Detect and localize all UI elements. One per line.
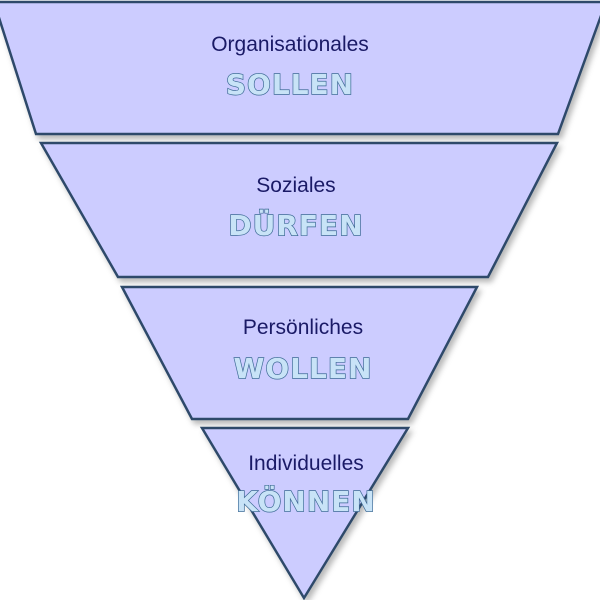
level-4-triangle (199, 426, 411, 600)
level-4-big-label: KÖNNEN (236, 484, 376, 518)
level-individual: Individuelles KÖNNEN (199, 426, 411, 600)
level-1-trapezoid (0, 0, 600, 136)
level-4-small-label: Individuelles (248, 452, 364, 475)
level-3-small-label: Persönliches (243, 316, 363, 339)
level-1-small-label: Organisationales (211, 33, 369, 56)
level-2-big-label: DÜRFEN (228, 208, 363, 242)
level-1-big-label: SOLLEN (226, 68, 354, 101)
level-3-big-label: WOLLEN (234, 352, 373, 385)
level-social: Soziales DÜRFEN (38, 141, 560, 279)
level-personal: Persönliches WOLLEN (119, 285, 480, 421)
level-organisational: Organisationales SOLLEN (0, 0, 600, 136)
level-2-trapezoid (38, 141, 560, 279)
level-3-trapezoid (119, 285, 480, 421)
level-2-small-label: Soziales (256, 174, 335, 197)
